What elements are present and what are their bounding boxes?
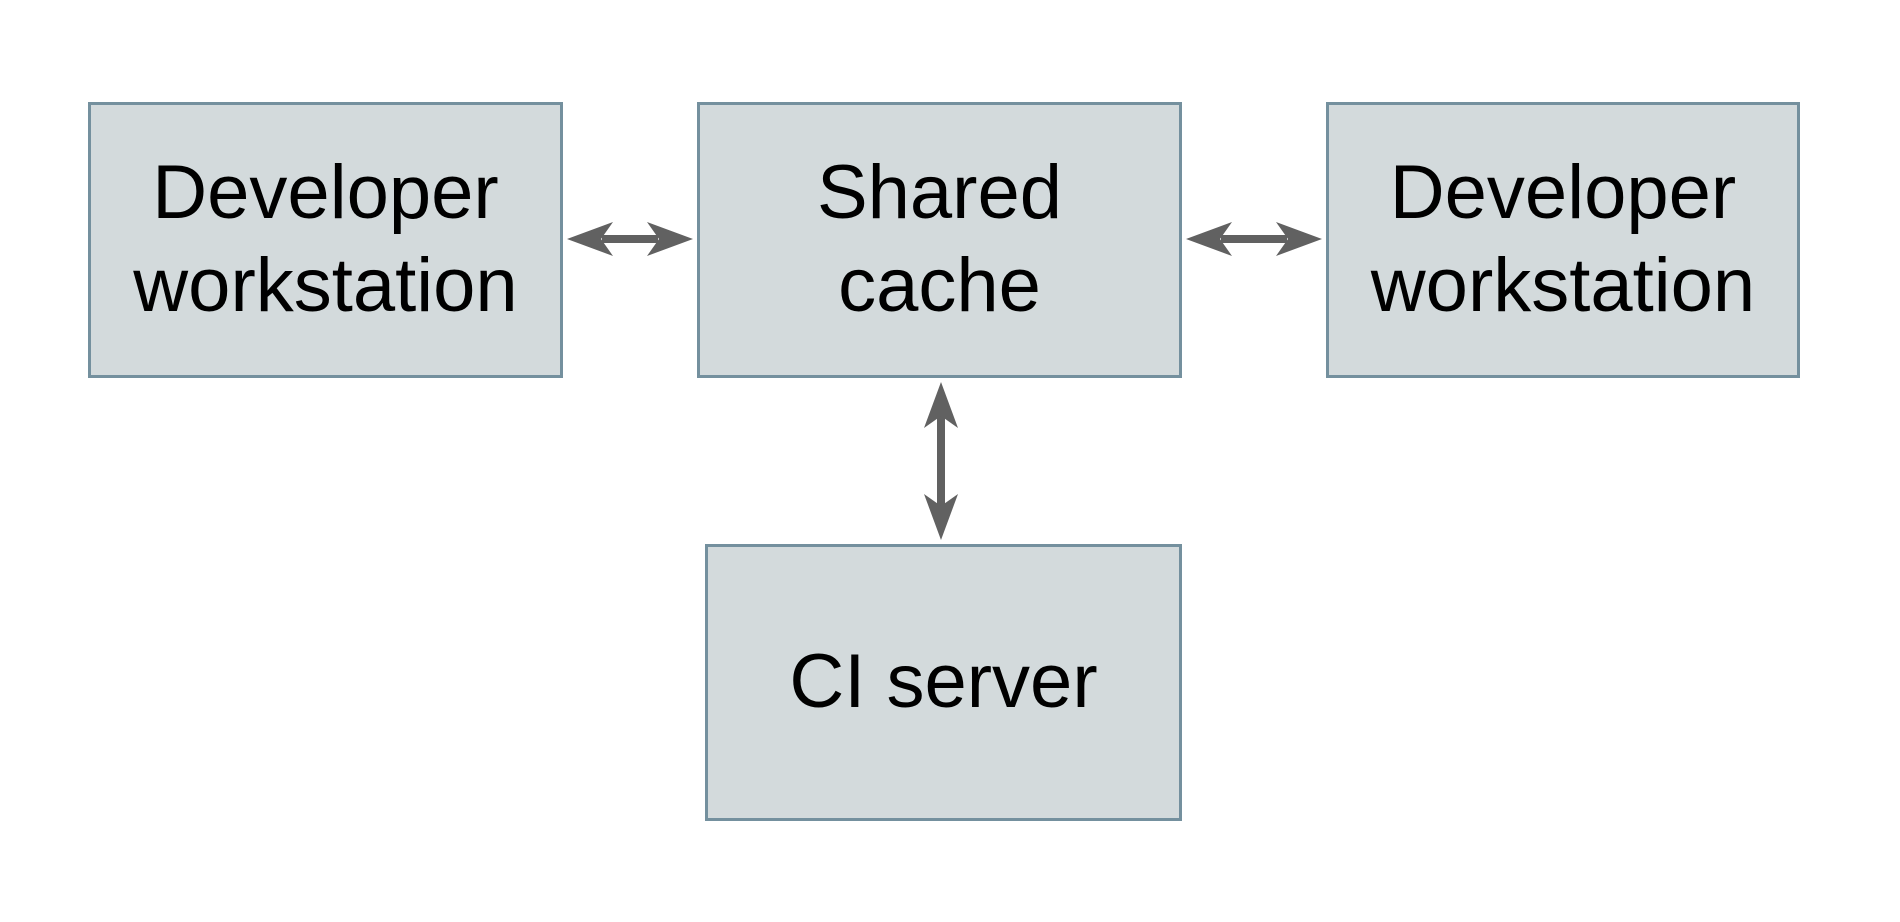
double-arrow-shared-cache-right-workstation — [1186, 222, 1322, 256]
node-developer-workstation-left: Developer workstation — [88, 102, 563, 378]
node-label-shared-cache: Shared cache — [816, 150, 1063, 328]
arrowhead-up-icon — [924, 382, 958, 428]
node-developer-workstation-right: Developer workstation — [1326, 102, 1800, 378]
arrowhead-right-icon — [1276, 222, 1322, 256]
node-label-ci-server: CI server — [789, 639, 1098, 725]
arrowhead-left-icon — [1186, 222, 1232, 256]
node-label-developer-workstation-left: Developer workstation — [133, 150, 518, 328]
arrowhead-right-icon — [647, 222, 693, 256]
arrowhead-left-icon — [567, 222, 613, 256]
node-ci-server: CI server — [705, 544, 1182, 821]
node-shared-cache: Shared cache — [697, 102, 1182, 378]
double-arrow-shared-cache-ci-server — [924, 382, 958, 540]
double-arrow-left-workstation-shared-cache — [567, 222, 693, 256]
node-label-developer-workstation-right: Developer workstation — [1370, 150, 1756, 328]
arrowhead-down-icon — [924, 494, 958, 540]
